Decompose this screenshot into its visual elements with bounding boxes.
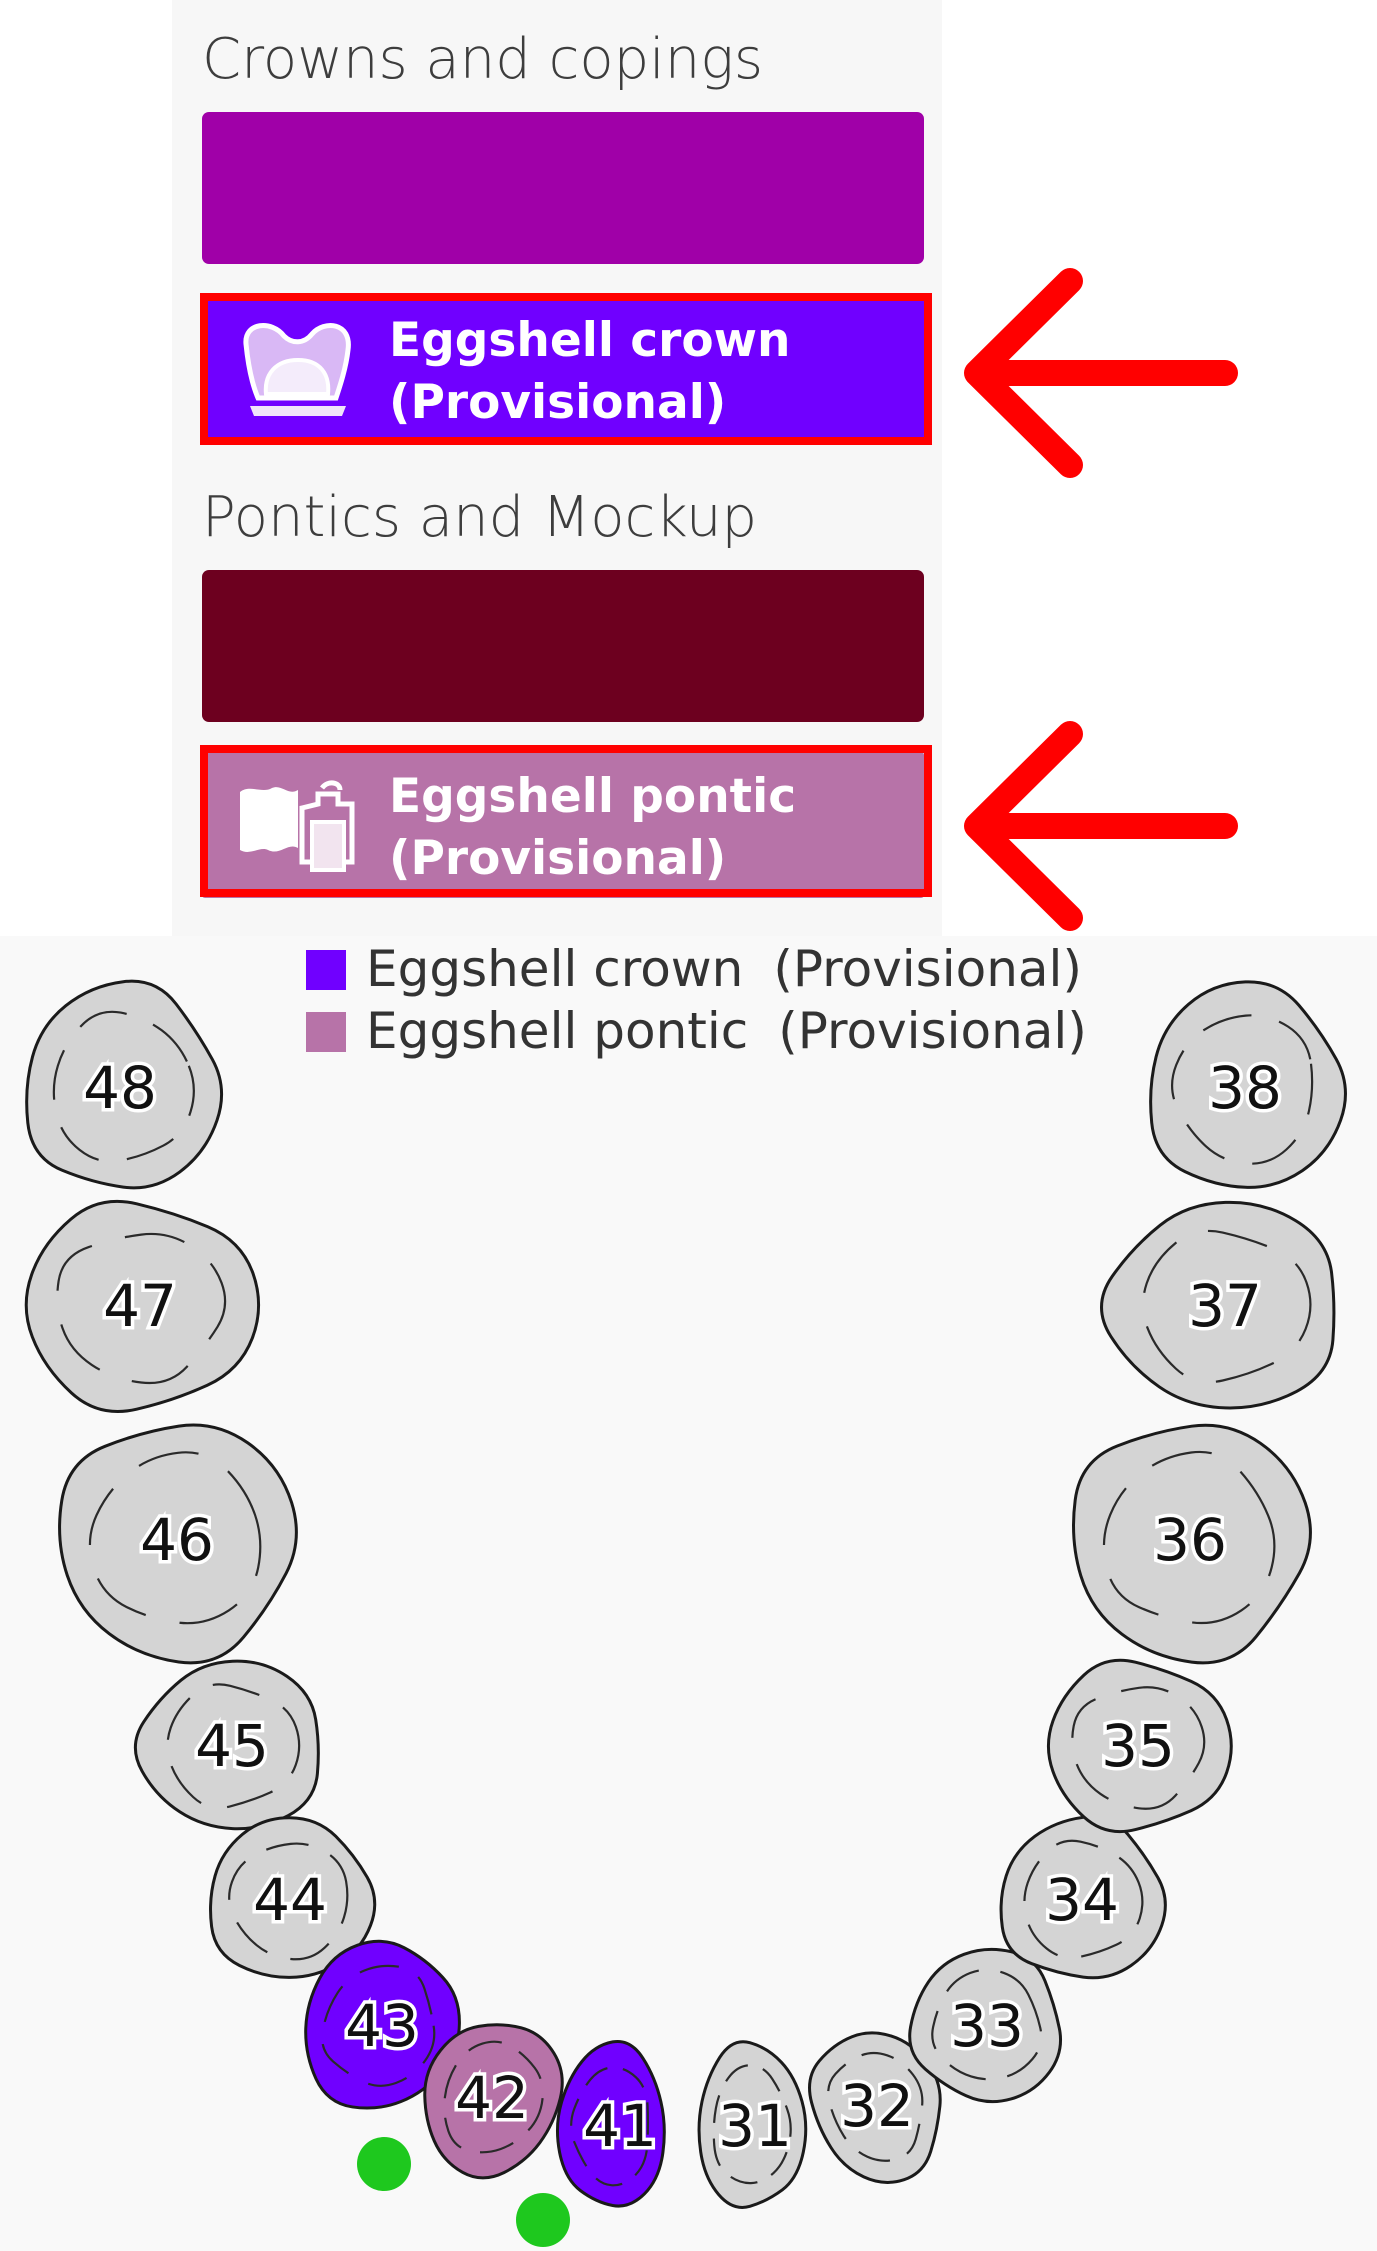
connector-marker-1[interactable]	[357, 2137, 411, 2191]
tooth-46-fissures	[88, 1451, 262, 1625]
eggshell-pontic-sublabel: (Provisional)	[389, 831, 727, 886]
tooth-number-38: 38	[1208, 1054, 1282, 1122]
tooth-46[interactable]	[58, 1423, 298, 1665]
tooth-number-32: 32	[840, 2072, 914, 2140]
tooth-number-47: 47	[103, 1272, 177, 1340]
tooth-45-fissures	[166, 1683, 301, 1809]
tooth-32-shape	[808, 2031, 942, 2184]
tooth-number-36: 36	[1153, 1506, 1227, 1574]
eggshell-pontic-button[interactable]: Eggshell pontic (Provisional)	[202, 752, 924, 898]
legend-item-pontic: Eggshell pontic(Provisional)	[306, 1000, 1087, 1062]
tooth-33[interactable]	[889, 1933, 1077, 2124]
eggshell-crown-label: Eggshell crown	[389, 313, 791, 368]
tooth-37-fissures	[1142, 1229, 1312, 1384]
tooth-36[interactable]	[1072, 1423, 1312, 1665]
legend-swatch-crown	[306, 950, 346, 990]
section-title-crowns: Crowns and copings	[202, 27, 764, 92]
tooth-number-43: 43	[345, 1992, 419, 2060]
legend-swatch-pontic	[306, 1012, 346, 1052]
tooth-number-34: 34	[1045, 1866, 1119, 1934]
tooth-35-fissures	[1071, 1686, 1206, 1810]
tooth-number-42: 42	[455, 2064, 529, 2132]
connector-marker-2[interactable]	[516, 2193, 570, 2247]
tooth-number-46: 46	[140, 1506, 214, 1574]
tooth-42-shape	[423, 2023, 564, 2180]
eggshell-pontic-icon	[240, 780, 355, 872]
tooth-47[interactable]	[24, 1199, 261, 1413]
tooth-31-fissures	[712, 2064, 792, 2185]
tooth-38[interactable]	[1149, 980, 1347, 1189]
section-title-pontics: Pontics and Mockup	[202, 485, 758, 550]
eggshell-crown-icon	[243, 323, 351, 416]
legend-item-crown: Eggshell crown(Provisional)	[306, 938, 1082, 1000]
tooth-number-31: 31	[718, 2092, 792, 2160]
tooth-32-fissures	[827, 2051, 924, 2162]
red-arrow-pontic	[964, 721, 1238, 931]
crowns-color-block[interactable]	[202, 112, 924, 264]
tooth-number-35: 35	[1101, 1712, 1175, 1780]
eggshell-pontic-label: Eggshell pontic	[389, 769, 797, 824]
tooth-number-41: 41	[583, 2092, 657, 2160]
tooth-32[interactable]	[794, 2015, 965, 2201]
tooth-43-fissures	[320, 1964, 436, 2087]
tooth-41-shape	[555, 2039, 666, 2208]
tooth-48-shape	[25, 979, 224, 1190]
tooth-number-33: 33	[950, 1992, 1024, 2060]
tooth-35[interactable]	[1046, 1658, 1233, 1834]
eggshell-crown-button[interactable]: Eggshell crown (Provisional)	[202, 296, 924, 442]
tooth-45-shape	[133, 1659, 320, 1831]
tooth-number-44: 44	[253, 1866, 327, 1934]
tooth-42[interactable]	[398, 2001, 581, 2196]
tooth-31[interactable]	[697, 2040, 808, 2209]
tooth-37[interactable]	[1100, 1200, 1336, 1410]
tooth-48[interactable]	[25, 979, 224, 1190]
tooth-number-45: 45	[195, 1712, 269, 1780]
eggshell-crown-sublabel: (Provisional)	[389, 375, 727, 430]
tooth-47-fissures	[56, 1232, 227, 1385]
tooth-41-fissures	[570, 2066, 650, 2187]
tooth-34-fissures	[1023, 1839, 1144, 1959]
pontics-color-block[interactable]	[202, 570, 924, 722]
tooth-43[interactable]	[283, 1924, 480, 2132]
tooth-45[interactable]	[133, 1659, 320, 1831]
tooth-37-shape	[1100, 1200, 1336, 1410]
tooth-number-37: 37	[1188, 1272, 1262, 1340]
tooth-41[interactable]	[555, 2039, 666, 2208]
red-arrow-crown	[964, 268, 1238, 478]
tooth-44-fissures	[228, 1842, 349, 1961]
tooth-36-fissures	[1102, 1450, 1276, 1625]
tooth-42-fissures	[443, 2040, 544, 2154]
tooth-number-48: 48	[83, 1054, 157, 1122]
